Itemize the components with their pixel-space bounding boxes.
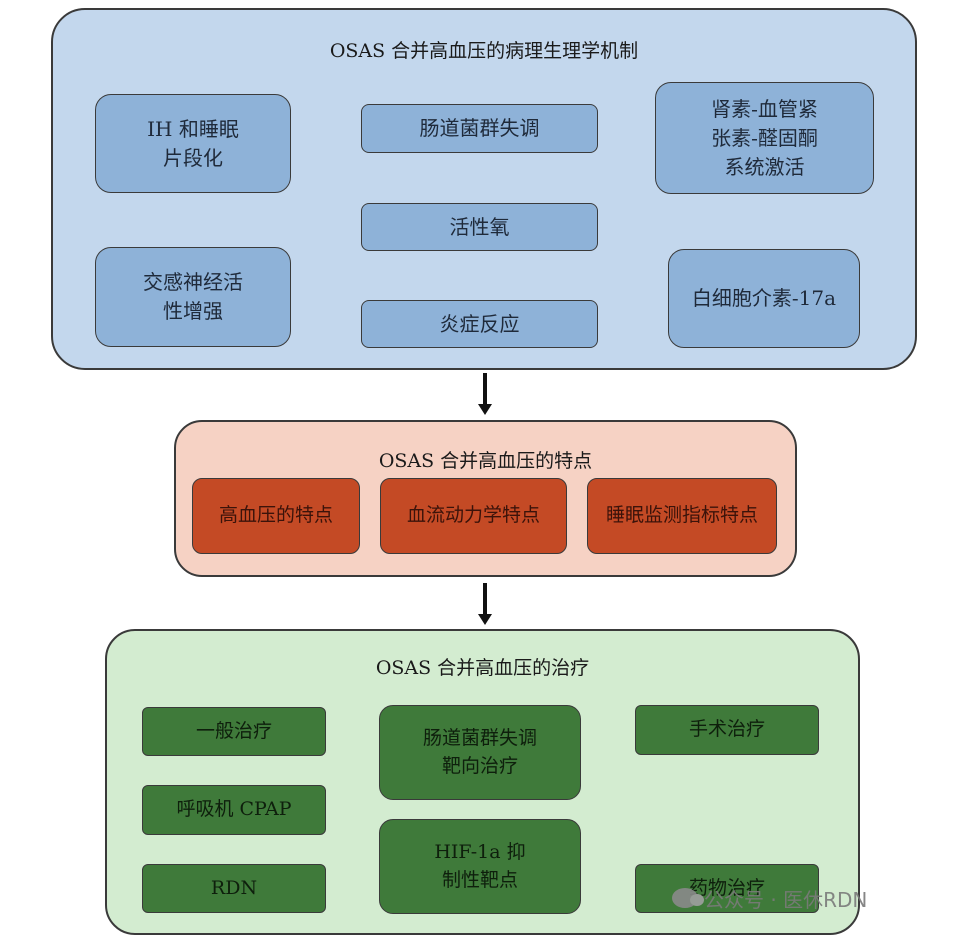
node-inflammation: 炎症反应 <box>361 300 598 348</box>
node-gut-targeted-therapy: 肠道菌群失调靶向治疗 <box>379 705 581 800</box>
node-sympathetic-activation: 交感神经活性增强 <box>95 247 291 347</box>
features-title: OSAS 合并高血压的特点 <box>378 450 593 472</box>
node-sleep-monitoring-features: 睡眠监测指标特点 <box>587 478 777 554</box>
node-ih-sleep-fragmentation: IH 和睡眠片段化 <box>95 94 291 193</box>
node-gut-dysbiosis: 肠道菌群失调 <box>361 104 598 153</box>
watermark: 公众号 · 医休RDN <box>672 880 867 916</box>
node-reactive-oxygen: 活性氧 <box>361 203 598 251</box>
arrow-mechanism-to-features <box>478 373 492 415</box>
watermark-text: 公众号 · 医休RDN <box>704 887 868 912</box>
node-surgical-treatment: 手术治疗 <box>635 705 819 755</box>
node-interleukin-17a: 白细胞介素-17a <box>668 249 860 348</box>
node-hemodynamic-features: 血流动力学特点 <box>380 478 567 554</box>
treatment-title: OSAS 合并高血压的治疗 <box>375 657 590 679</box>
arrow-features-to-treatment <box>478 583 492 625</box>
mechanism-title: OSAS 合并高血压的病理生理学机制 <box>329 40 639 62</box>
node-hypertension-features: 高血压的特点 <box>192 478 360 554</box>
node-cpap-ventilator: 呼吸机 CPAP <box>142 785 326 835</box>
node-hif-1a-inhibitor-target: HIF-1a 抑制性靶点 <box>379 819 581 914</box>
wechat-icon <box>672 888 704 908</box>
node-general-treatment: 一般治疗 <box>142 707 326 756</box>
node-rdn: RDN <box>142 864 326 913</box>
node-drug-treatment: 药物治疗 <box>635 864 819 913</box>
node-raas-activation: 肾素-血管紧张素-醛固酮系统激活 <box>655 82 874 194</box>
